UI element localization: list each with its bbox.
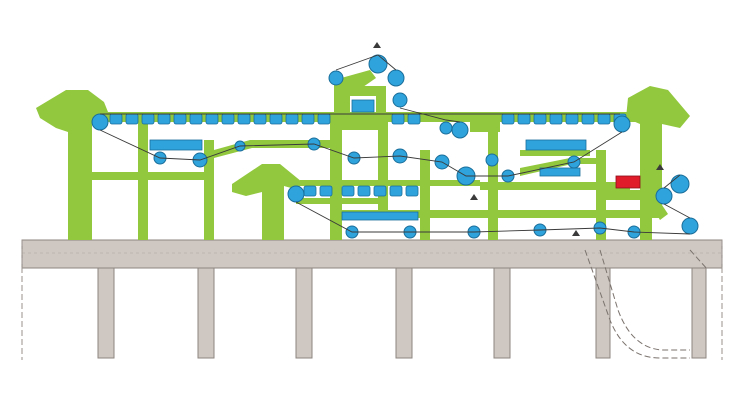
lower-conveyor — [303, 185, 419, 197]
roller — [387, 69, 405, 87]
blue-panels — [149, 99, 587, 221]
inlet-tower — [36, 90, 108, 240]
web-path — [99, 54, 691, 235]
roller — [328, 70, 344, 86]
foundation-pier — [197, 267, 215, 359]
outlet-tower — [626, 86, 690, 210]
foundation-pier — [691, 267, 707, 359]
roller — [287, 185, 305, 203]
direction-arrows — [373, 42, 664, 236]
roller — [439, 121, 453, 135]
foundation-pier — [295, 267, 313, 359]
top-beam — [92, 112, 640, 122]
roller — [655, 187, 673, 205]
foundation-slab — [21, 239, 723, 269]
foundation-pier — [395, 267, 413, 359]
roller — [485, 153, 499, 167]
roller — [392, 92, 408, 108]
center-tower — [334, 70, 388, 130]
roller — [451, 121, 469, 139]
machine-frame — [36, 70, 690, 240]
heater-unit — [615, 175, 641, 189]
roller — [613, 115, 631, 133]
top-conveyor — [109, 113, 627, 125]
foundation-pier — [97, 267, 115, 359]
roller — [670, 174, 690, 194]
roller — [91, 113, 109, 131]
machine-foundation — [21, 239, 723, 360]
roller — [681, 217, 699, 235]
mid-beam — [92, 172, 212, 180]
exhaust-hood — [232, 164, 302, 240]
foundation-pier — [493, 267, 511, 359]
foundation-pier — [595, 267, 611, 359]
